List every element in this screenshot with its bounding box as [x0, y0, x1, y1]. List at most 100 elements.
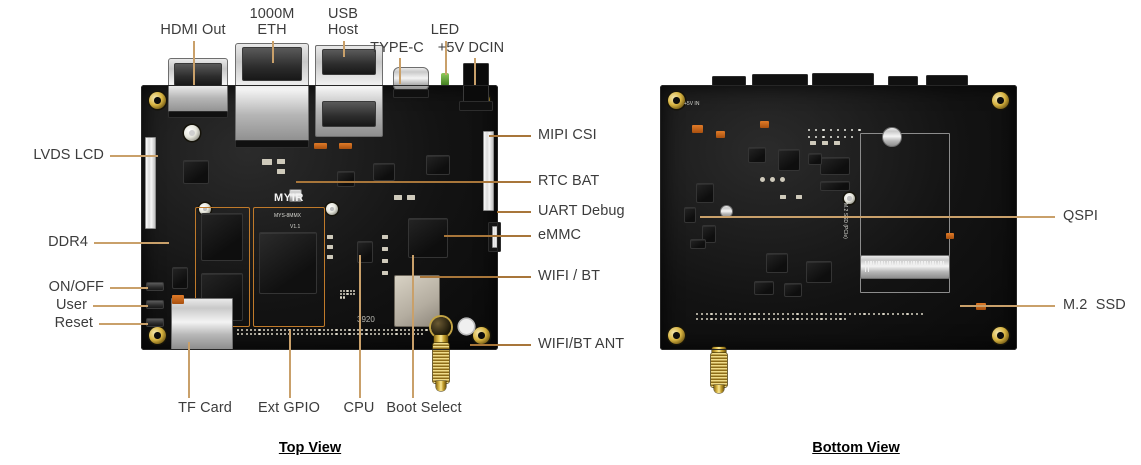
leader-uart-debug: [497, 211, 531, 213]
antenna-ring: [459, 319, 474, 334]
capacitor: [716, 131, 725, 138]
label-1000m-eth: 1000M ETH: [249, 6, 295, 38]
qfn-ic: [778, 149, 800, 171]
via-field: [808, 129, 864, 151]
label-ddr4: DDR4: [48, 234, 88, 250]
usb-port-upper: [322, 49, 376, 75]
label-reset: Reset: [54, 315, 93, 331]
resistor: [382, 259, 388, 263]
leader-1000m-eth: [272, 41, 274, 63]
antenna-neck: [712, 347, 726, 355]
standoff-hole: [184, 125, 200, 141]
resistor: [382, 247, 388, 251]
antenna-ipex-connector: [431, 317, 451, 337]
leader-wifi-bt-ant: [470, 344, 531, 346]
pmic-ic: [183, 160, 209, 184]
bottom-silkscreen: +5V IN: [684, 101, 700, 107]
board-code-silkscreen: 3920: [357, 315, 375, 324]
label-usb-host: USB Host: [327, 6, 359, 38]
label-wifi-bt-ant: WIFI/BT ANT: [538, 336, 625, 352]
resistor: [796, 195, 802, 199]
ext-gpio-header: [237, 329, 433, 343]
leader-rtc-bat: [296, 181, 531, 183]
label-5v-dcin: +5V DCIN: [437, 40, 505, 56]
mounting-hole: [149, 92, 166, 109]
dc-in-base: [459, 101, 493, 111]
label-on-off: ON/OFF: [48, 279, 104, 295]
emmc-ic: [408, 218, 448, 258]
capacitor: [172, 295, 184, 304]
leader-type-c: [399, 58, 401, 84]
mounting-hole: [473, 327, 490, 344]
crystal-can: [882, 127, 902, 147]
resistor: [780, 195, 786, 199]
antenna-sma-body: [711, 353, 727, 387]
m2-ssd-contacts: [865, 261, 945, 273]
capacitor: [946, 233, 954, 239]
uart-debug-pins: [492, 226, 498, 248]
leader-reset: [99, 323, 148, 325]
test-pad: [770, 177, 775, 182]
label-led: LED: [430, 22, 460, 38]
m2-ssd-silkscreen: M.2 SSD (PCIe): [842, 203, 848, 239]
leader-qspi: [700, 216, 1055, 218]
resistor: [394, 195, 402, 200]
label-lvds-lcd: LVDS LCD: [33, 147, 104, 163]
usb-port-lower: [322, 101, 376, 127]
qfn-ic: [806, 261, 832, 283]
standoff-hole: [326, 203, 338, 215]
top-view-board: MYIR MYS-8MMX V1.1 3920: [141, 43, 501, 391]
myir-brand-silkscreen: MYIR: [274, 192, 304, 204]
audio-codec-ic: [357, 241, 373, 263]
resistor: [822, 141, 828, 145]
m2-ssd-outline: [860, 133, 950, 293]
resistor: [382, 271, 388, 275]
label-type-c: TYPE-C: [370, 40, 424, 56]
label-mipi-csi: MIPI CSI: [538, 127, 597, 143]
leader-usb-host: [343, 41, 345, 57]
reset-button[interactable]: [146, 318, 164, 327]
label-hdmi-out: HDMI Out: [160, 22, 226, 38]
qspi-flash-ic: [696, 183, 714, 203]
antenna-neck: [434, 335, 448, 345]
standoff-hole: [199, 203, 211, 215]
label-tf-card: TF Card: [178, 400, 232, 416]
user-button[interactable]: [146, 300, 164, 309]
capacitor: [339, 143, 352, 149]
cpu-highlight: [253, 207, 325, 327]
tf-card-slot: [171, 298, 233, 350]
leader-ddr4: [94, 242, 169, 244]
qfn-ic: [808, 153, 822, 165]
port-bank-underside: [752, 74, 808, 86]
port-bank-underside: [926, 75, 968, 86]
leader-user: [93, 305, 148, 307]
qfn-ic: [766, 253, 788, 273]
soic-ic: [820, 181, 850, 191]
m2-ssd-connector: [860, 255, 950, 279]
label-uart-debug: UART Debug: [538, 203, 625, 219]
caption-top-view: Top View: [278, 440, 342, 456]
port-bank-underside: [812, 73, 874, 86]
caption-bottom-view: Bottom View: [812, 440, 900, 456]
port-bank-underside: [888, 76, 918, 86]
resistor: [327, 245, 333, 249]
leader-wifi-bt: [420, 276, 531, 278]
hdmi-mouth: [174, 63, 222, 86]
part-number-silkscreen: MYS-8MMX: [274, 213, 301, 219]
antenna-tip: [714, 385, 724, 393]
on-off-button[interactable]: [146, 282, 164, 291]
inductor: [262, 159, 272, 165]
qfn-ic: [748, 147, 766, 163]
qfn-ic: [754, 281, 774, 295]
leader-ext-gpio: [289, 330, 291, 398]
leader-mipi-csi: [489, 135, 531, 137]
antenna-tip: [436, 381, 446, 391]
resistor: [834, 141, 840, 145]
qfn-ic: [690, 239, 706, 249]
leader-cpu: [359, 255, 361, 398]
qfn-ic: [784, 283, 802, 297]
wifi-bt-module: [394, 275, 440, 327]
leader-tf-card: [188, 342, 190, 398]
label-qspi: QSPI: [1063, 208, 1099, 224]
